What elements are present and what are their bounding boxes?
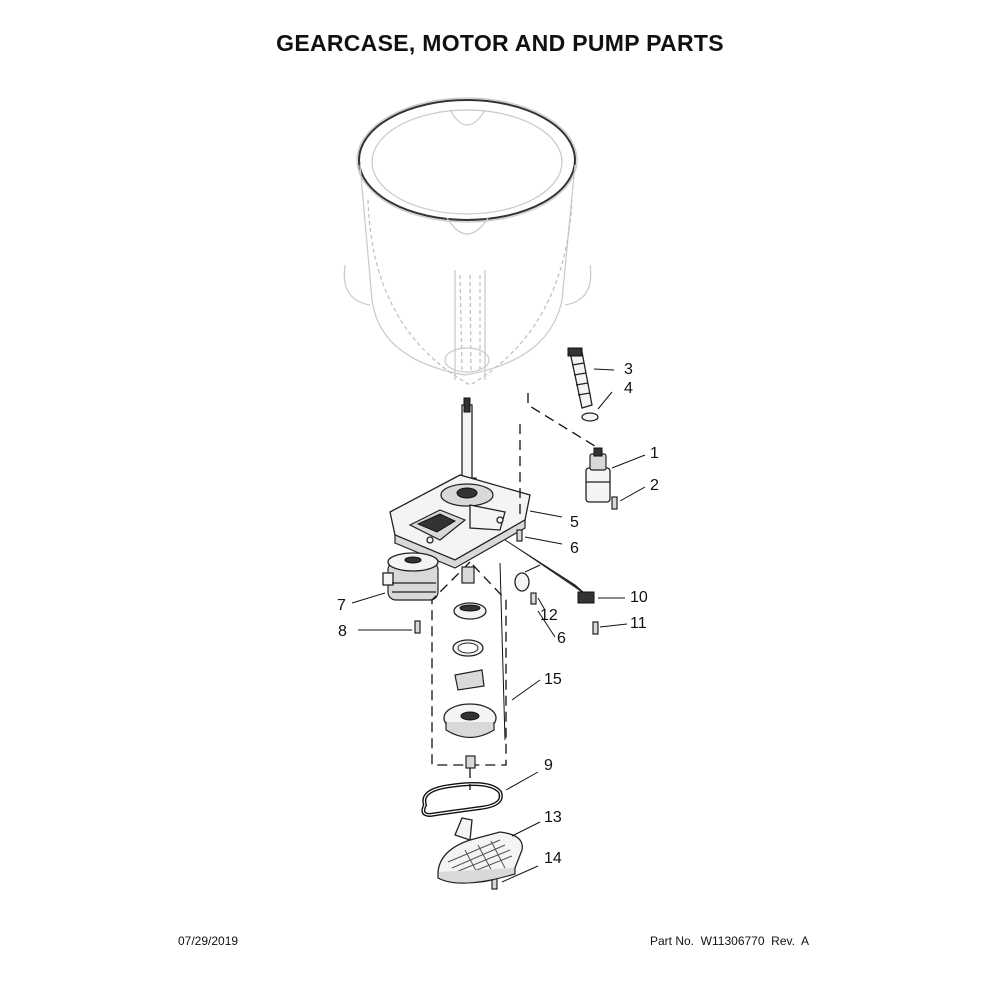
callout-8: 8 (338, 623, 347, 640)
drive-motor[interactable] (382, 552, 439, 601)
callout-13: 13 (544, 809, 562, 826)
callout-6-upper: 6 (570, 540, 579, 557)
wire-harness-sensor[interactable] (504, 539, 595, 604)
callout-4: 4 (624, 380, 633, 397)
callout-7: 7 (337, 597, 346, 614)
leader-lines (351, 368, 646, 883)
drive-belt[interactable] (421, 782, 503, 818)
callout-labels: 1 2 3 4 5 6 7 8 9 10 11 12 6 13 14 15 (337, 361, 659, 867)
gearcase[interactable] (389, 397, 531, 569)
callout-9: 9 (544, 757, 553, 774)
motor-support-base[interactable] (437, 817, 523, 884)
callout-1: 1 (650, 445, 659, 462)
page-title: GEARCASE, MOTOR AND PUMP PARTS (276, 30, 724, 56)
hose-clamp[interactable] (581, 412, 599, 422)
callout-15: 15 (544, 671, 562, 688)
screws[interactable] (414, 496, 618, 890)
footer-part-number: Part No. W11306770 Rev. A (650, 934, 809, 948)
callout-6-lower: 6 (557, 630, 566, 647)
clutch-pulley-kit[interactable] (431, 561, 507, 769)
drain-pump[interactable] (585, 447, 611, 503)
footer-date: 07/29/2019 (178, 934, 239, 948)
callout-12: 12 (540, 607, 558, 624)
wash-tub-ghost (343, 97, 592, 386)
callout-5: 5 (570, 514, 579, 531)
callout-3: 3 (624, 361, 633, 378)
callout-14: 14 (544, 850, 562, 867)
drain-hose[interactable] (567, 347, 593, 409)
callout-10: 10 (630, 589, 648, 606)
callout-2: 2 (650, 477, 659, 494)
callout-11: 11 (630, 615, 647, 632)
